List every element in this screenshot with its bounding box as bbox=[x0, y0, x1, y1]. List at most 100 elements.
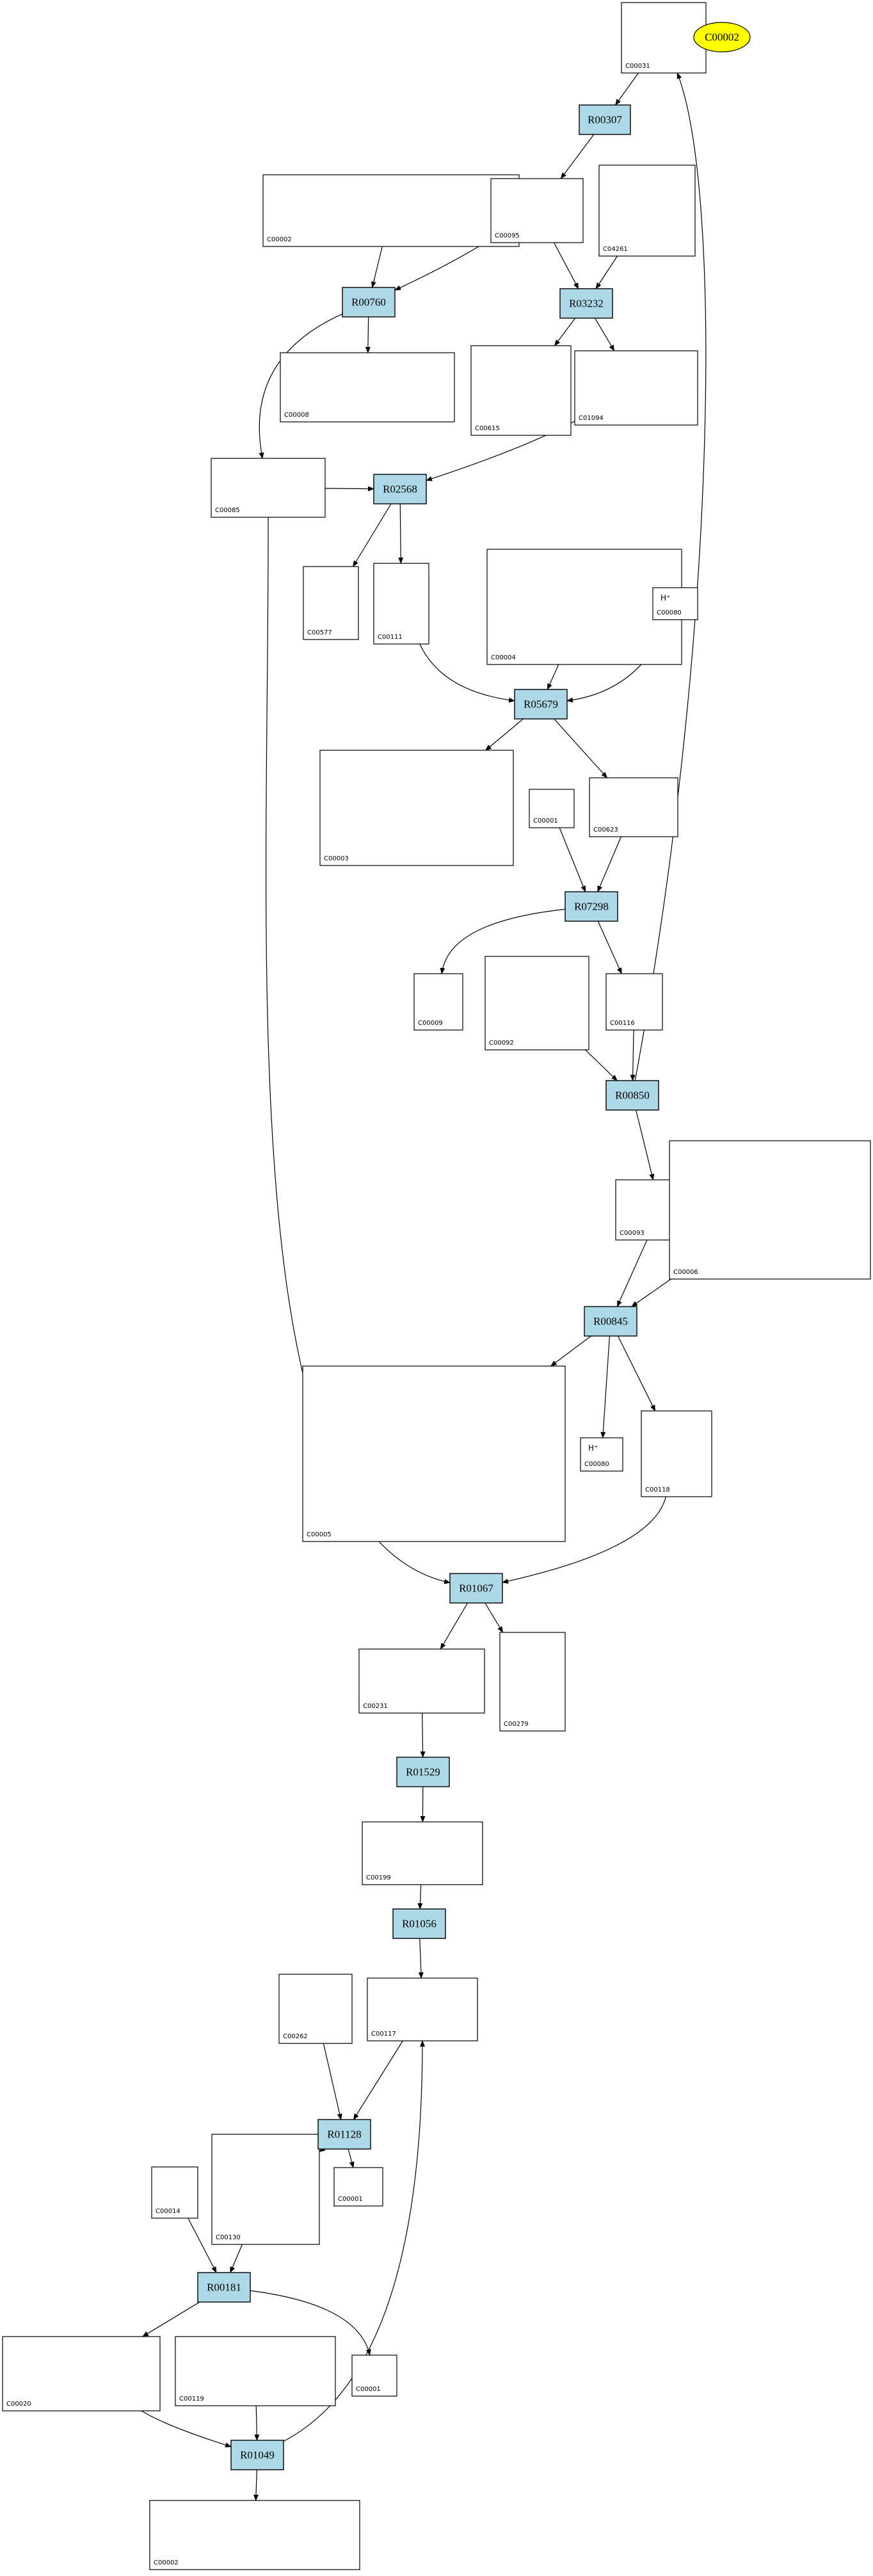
highlight-compound-oval[interactable]: C00002 bbox=[693, 22, 751, 52]
compound-node-c00118[interactable]: C00118 bbox=[641, 1410, 712, 1497]
reaction-node-r00760[interactable]: R00760 bbox=[342, 287, 396, 318]
compound-box bbox=[499, 1632, 566, 1732]
edge-c00031-to-r00307 bbox=[614, 72, 639, 106]
compound-node-c00199[interactable]: C00199 bbox=[362, 1821, 483, 1885]
reaction-label: R05679 bbox=[524, 698, 558, 711]
edge-r07298-to-c00009 bbox=[440, 908, 566, 974]
compound-box bbox=[211, 2134, 320, 2245]
compound-node-c00009[interactable]: C00009 bbox=[413, 973, 463, 1031]
compound-node-c00031[interactable]: C00031 bbox=[621, 2, 707, 74]
compound-id-label: C00002 bbox=[154, 2559, 179, 2566]
reaction-node-r01128[interactable]: R01128 bbox=[317, 2119, 371, 2150]
compound-id-label: C00623 bbox=[593, 826, 618, 833]
compound-box bbox=[303, 566, 359, 640]
edge-r03232-to-c00615 bbox=[554, 318, 576, 346]
compound-node-c00117[interactable]: C00117 bbox=[367, 1977, 478, 2041]
compound-box bbox=[485, 956, 589, 1051]
edge-c00093-to-r00845 bbox=[616, 1239, 648, 1307]
reaction-node-r00307[interactable]: R00307 bbox=[579, 104, 631, 135]
compound-node-c00006[interactable]: C00006 bbox=[669, 1140, 871, 1280]
compound-box bbox=[302, 1365, 566, 1542]
reaction-node-r00850[interactable]: R00850 bbox=[605, 1080, 659, 1111]
compound-id-label: C00085 bbox=[215, 507, 240, 514]
reaction-node-r05679[interactable]: R05679 bbox=[514, 689, 568, 720]
reaction-node-r01049[interactable]: R01049 bbox=[230, 2440, 284, 2470]
compound-id-label: C00577 bbox=[307, 629, 332, 636]
compound-node-c00020[interactable]: C00020 bbox=[2, 2336, 161, 2411]
compound-node-c00119[interactable]: C00119 bbox=[175, 2336, 336, 2406]
compound-node-c00001-a[interactable]: C00001 bbox=[529, 789, 575, 828]
reaction-node-r00845[interactable]: R00845 bbox=[584, 1306, 637, 1337]
compound-box bbox=[373, 563, 429, 645]
compound-id-label: C00118 bbox=[645, 1486, 670, 1493]
reaction-node-r07298[interactable]: R07298 bbox=[565, 891, 618, 922]
compound-node-c00085[interactable]: C00085 bbox=[211, 458, 326, 518]
compound-id-label: C00080 bbox=[657, 609, 682, 616]
compound-id-label: C00279 bbox=[504, 1721, 529, 1728]
edge-r07298-to-c00116 bbox=[597, 921, 622, 974]
edge-r05679-to-c00003 bbox=[485, 718, 524, 751]
compound-box bbox=[605, 973, 663, 1031]
edge-r00850-to-c00093 bbox=[636, 1109, 655, 1180]
compound-node-c00111[interactable]: C00111 bbox=[373, 563, 429, 645]
compound-node-c00095[interactable]: C00095 bbox=[490, 178, 584, 243]
compound-id-label: C00116 bbox=[610, 1020, 635, 1027]
compound-id-label: C00001 bbox=[338, 2196, 363, 2203]
compound-node-c00092[interactable]: C00092 bbox=[485, 956, 589, 1051]
compound-node-c00262[interactable]: C00262 bbox=[278, 1974, 353, 2044]
compound-node-c00615[interactable]: C00615 bbox=[470, 345, 572, 436]
reaction-node-r01067[interactable]: R01067 bbox=[449, 1573, 503, 1604]
compound-id-label: C00095 bbox=[495, 232, 520, 239]
edge-r00760-to-c00008 bbox=[365, 316, 371, 353]
edge-r00845-to-c00005 bbox=[550, 1335, 591, 1367]
compound-id-label: C00020 bbox=[6, 2401, 31, 2408]
compound-node-c04261[interactable]: C04261 bbox=[598, 165, 696, 257]
compound-box bbox=[574, 350, 698, 426]
compound-node-c00001-c[interactable]: C00001 bbox=[351, 2355, 397, 2397]
compound-node-c00279[interactable]: C00279 bbox=[499, 1632, 566, 1732]
reaction-label: R01529 bbox=[406, 1766, 440, 1778]
compound-id-label: C00003 bbox=[324, 855, 349, 862]
compound-box bbox=[486, 549, 682, 665]
reaction-node-r01529[interactable]: R01529 bbox=[396, 1757, 450, 1787]
reaction-box bbox=[230, 2440, 284, 2470]
compound-id-label: C00008 bbox=[284, 412, 309, 419]
compound-node-c00116[interactable]: C00116 bbox=[605, 973, 663, 1031]
compound-id-label: C00093 bbox=[620, 1230, 645, 1237]
compound-id-label: C00014 bbox=[156, 2208, 180, 2215]
edge-r00307-to-c00095 bbox=[560, 134, 595, 179]
compound-id-label: C00199 bbox=[366, 1874, 391, 1881]
compound-id-label: C00231 bbox=[363, 1703, 388, 1710]
reaction-node-r02568[interactable]: R02568 bbox=[373, 474, 427, 504]
reaction-node-r00181[interactable]: R00181 bbox=[197, 2272, 251, 2303]
compound-node-c00014[interactable]: C00014 bbox=[151, 2166, 198, 2219]
edge-c00116-to-r00850 bbox=[630, 1029, 636, 1081]
compound-node-c00002-bottom[interactable]: C00002 bbox=[149, 2500, 360, 2570]
compound-id-label: C00111 bbox=[378, 634, 403, 641]
edge-r01128-to-c00001_b bbox=[348, 2148, 355, 2168]
compound-node-c00004[interactable]: C00004 bbox=[486, 549, 682, 665]
compound-node-c00008[interactable]: C00008 bbox=[280, 352, 455, 423]
compound-id-label: C00031 bbox=[625, 63, 650, 70]
oval-label: C00002 bbox=[705, 31, 739, 44]
compound-id-label: C00001 bbox=[356, 2386, 381, 2393]
compound-node-c00003[interactable]: C00003 bbox=[319, 750, 514, 866]
reaction-box bbox=[514, 689, 568, 720]
edge-c00623-to-r07298 bbox=[597, 836, 621, 892]
compound-box bbox=[358, 1648, 485, 1714]
compound-node-c00623[interactable]: C00623 bbox=[589, 777, 678, 837]
reaction-box bbox=[584, 1306, 637, 1337]
reaction-box bbox=[197, 2272, 251, 2303]
compound-node-c00577[interactable]: C00577 bbox=[303, 566, 359, 640]
compound-node-c00005[interactable]: C00005 bbox=[302, 1365, 566, 1542]
compound-node-c00002-top[interactable]: C00002 bbox=[262, 174, 520, 247]
compound-node-c01094[interactable]: C01094 bbox=[574, 350, 698, 426]
compound-node-c00001-b[interactable]: C00001 bbox=[333, 2167, 383, 2207]
compound-id-label: C00001 bbox=[533, 817, 558, 825]
compound-node-c00231[interactable]: C00231 bbox=[358, 1648, 485, 1714]
reaction-node-r03232[interactable]: R03232 bbox=[559, 288, 613, 319]
reaction-node-r01056[interactable]: R01056 bbox=[392, 1908, 446, 1939]
compound-node-c00130[interactable]: C00130 bbox=[211, 2134, 320, 2245]
